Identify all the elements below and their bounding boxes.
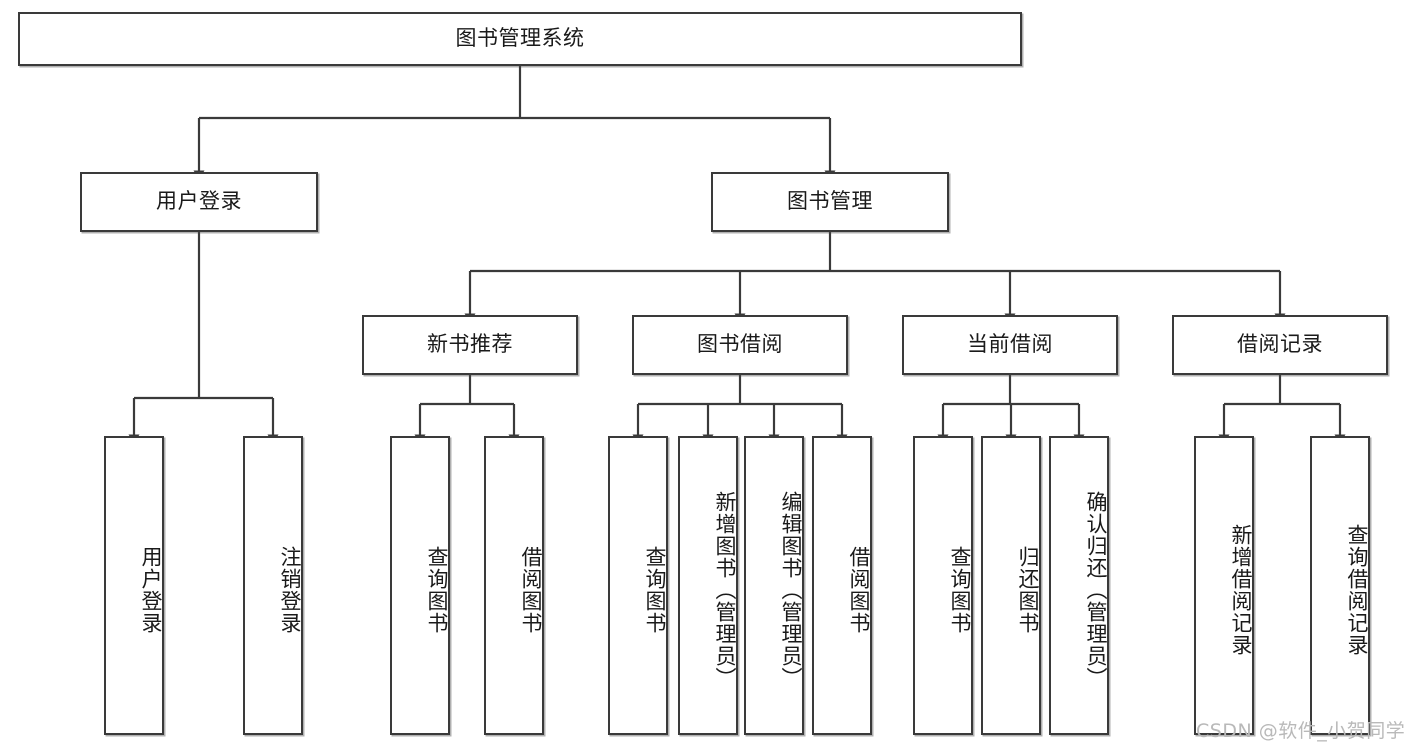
- node-label: 查询图书: [643, 545, 667, 634]
- node-label: 新增图书（管理员）: [713, 490, 737, 689]
- node-leaf-query-record[interactable]: 查询借阅记录: [1310, 436, 1370, 735]
- node-label: 注销登录: [278, 545, 302, 634]
- node-leaf-query-book-1[interactable]: 查询图书: [390, 436, 450, 735]
- node-leaf-login[interactable]: 用户登录: [104, 436, 164, 735]
- connector-paths: [128, 66, 1346, 444]
- node-label: 图书借阅: [697, 332, 783, 357]
- node-root[interactable]: 图书管理系统: [18, 12, 1022, 66]
- node-label: 当前借阅: [967, 332, 1053, 357]
- node-label: 查询图书: [948, 545, 972, 634]
- csdn-watermark: CSDN @软件_小贺同学: [1196, 720, 1405, 742]
- node-leaf-query-book-3[interactable]: 查询图书: [913, 436, 973, 735]
- node-leaf-confirm-ret[interactable]: 确认归还（管理员）: [1049, 436, 1109, 735]
- node-label: 用户登录: [156, 189, 242, 214]
- node-leaf-add-book[interactable]: 新增图书（管理员）: [678, 436, 738, 735]
- node-book-borrow[interactable]: 图书借阅: [632, 315, 848, 375]
- node-label: 归还图书: [1016, 545, 1040, 634]
- node-label: 新增借阅记录: [1229, 523, 1253, 656]
- node-new-book-rec[interactable]: 新书推荐: [362, 315, 578, 375]
- node-label: 用户登录: [139, 545, 163, 634]
- node-leaf-edit-book[interactable]: 编辑图书（管理员）: [744, 436, 804, 735]
- node-book-manage[interactable]: 图书管理: [711, 172, 949, 232]
- node-label: 新书推荐: [427, 332, 513, 357]
- node-leaf-return-book[interactable]: 归还图书: [981, 436, 1041, 735]
- node-label: 借阅图书: [519, 545, 543, 634]
- node-leaf-borrow-book-1[interactable]: 借阅图书: [484, 436, 544, 735]
- node-current-borrow[interactable]: 当前借阅: [902, 315, 1118, 375]
- node-label: 图书管理系统: [455, 26, 585, 51]
- node-leaf-logout[interactable]: 注销登录: [243, 436, 303, 735]
- node-label: 确认归还（管理员）: [1084, 490, 1108, 689]
- node-label: 图书管理: [787, 189, 873, 214]
- node-label: 查询借阅记录: [1345, 523, 1369, 656]
- node-borrow-record[interactable]: 借阅记录: [1172, 315, 1388, 375]
- node-label: 借阅记录: [1237, 332, 1323, 357]
- node-leaf-add-record[interactable]: 新增借阅记录: [1194, 436, 1254, 735]
- node-label: 查询图书: [425, 545, 449, 634]
- node-label: 编辑图书（管理员）: [779, 490, 803, 689]
- node-leaf-borrow-book-2[interactable]: 借阅图书: [812, 436, 872, 735]
- node-label: 借阅图书: [847, 545, 871, 634]
- node-user-login[interactable]: 用户登录: [80, 172, 318, 232]
- node-leaf-query-book-2[interactable]: 查询图书: [608, 436, 668, 735]
